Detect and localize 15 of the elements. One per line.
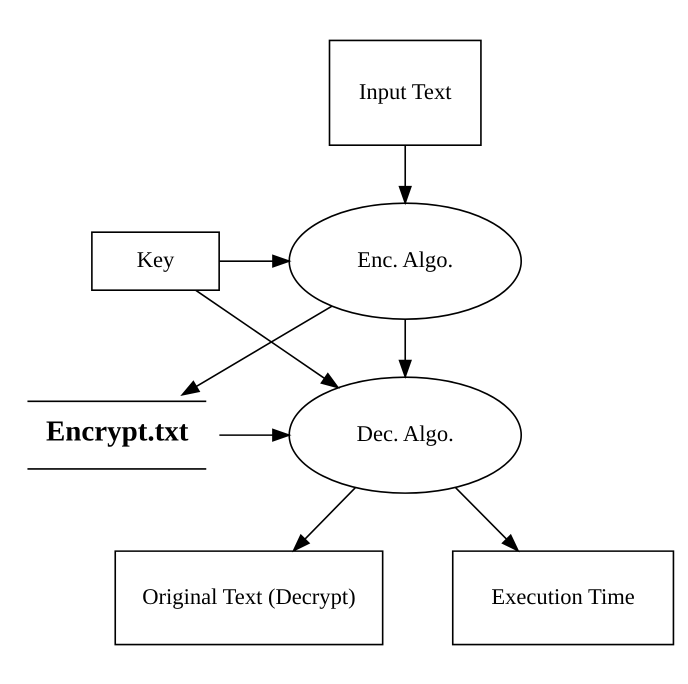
arrow	[219, 428, 292, 442]
node-ellipse: Dec. Algo.	[288, 376, 522, 494]
arrow	[195, 289, 340, 388]
arrow	[398, 318, 412, 379]
node-box: Key	[91, 230, 220, 290]
node-box: Execution Time	[452, 550, 674, 645]
arrow	[292, 486, 356, 552]
arrow	[455, 486, 520, 552]
node-ellipse: Enc. Algo.	[288, 202, 522, 320]
node-box: Input Text	[328, 39, 482, 146]
node-text: Encrypt.txt	[46, 415, 188, 448]
arrow	[398, 144, 412, 205]
node-box: Original Text (Decrypt)	[114, 550, 384, 645]
arrow	[180, 305, 332, 396]
arrow	[219, 254, 292, 268]
